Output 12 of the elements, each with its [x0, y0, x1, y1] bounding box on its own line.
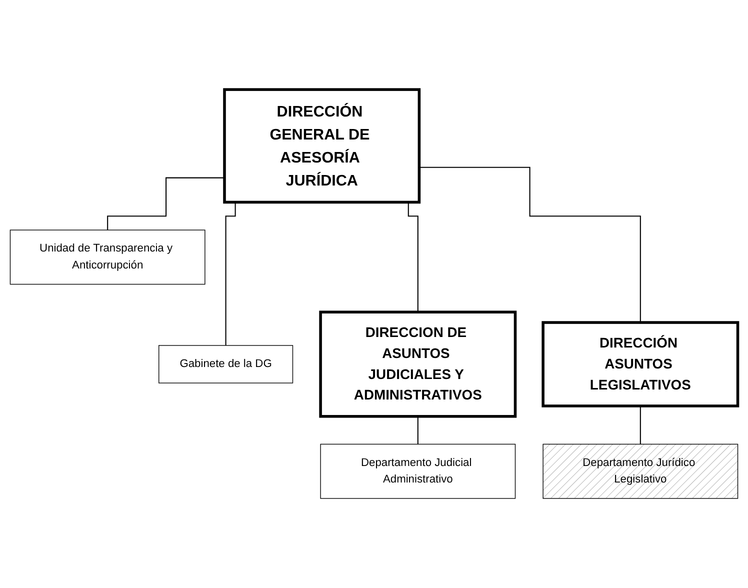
node-box	[542, 321, 740, 408]
node-box	[10, 230, 206, 285]
node-box	[319, 310, 517, 418]
connector	[417, 416, 418, 445]
connector	[419, 166, 641, 324]
node-box	[223, 88, 421, 204]
connector	[640, 405, 641, 445]
connector	[107, 177, 224, 231]
org-chart: DIRECCIÓN GENERAL DE ASESORÍA JURÍDICA Unidad de Transparencia y Anticorrupción Gabinete de la DG DIRECCION DE ASUNTOS JUDICIALES Y ADMINISTRATIVOS DIRECCIÓN ASUNTOS LEGISLATIVOS Departamento Judicial Administrativo Departamento Jurídico Legislativo	[4, 84, 744, 504]
node-box	[542, 444, 738, 499]
node-box	[158, 345, 294, 384]
node-box	[320, 444, 516, 499]
